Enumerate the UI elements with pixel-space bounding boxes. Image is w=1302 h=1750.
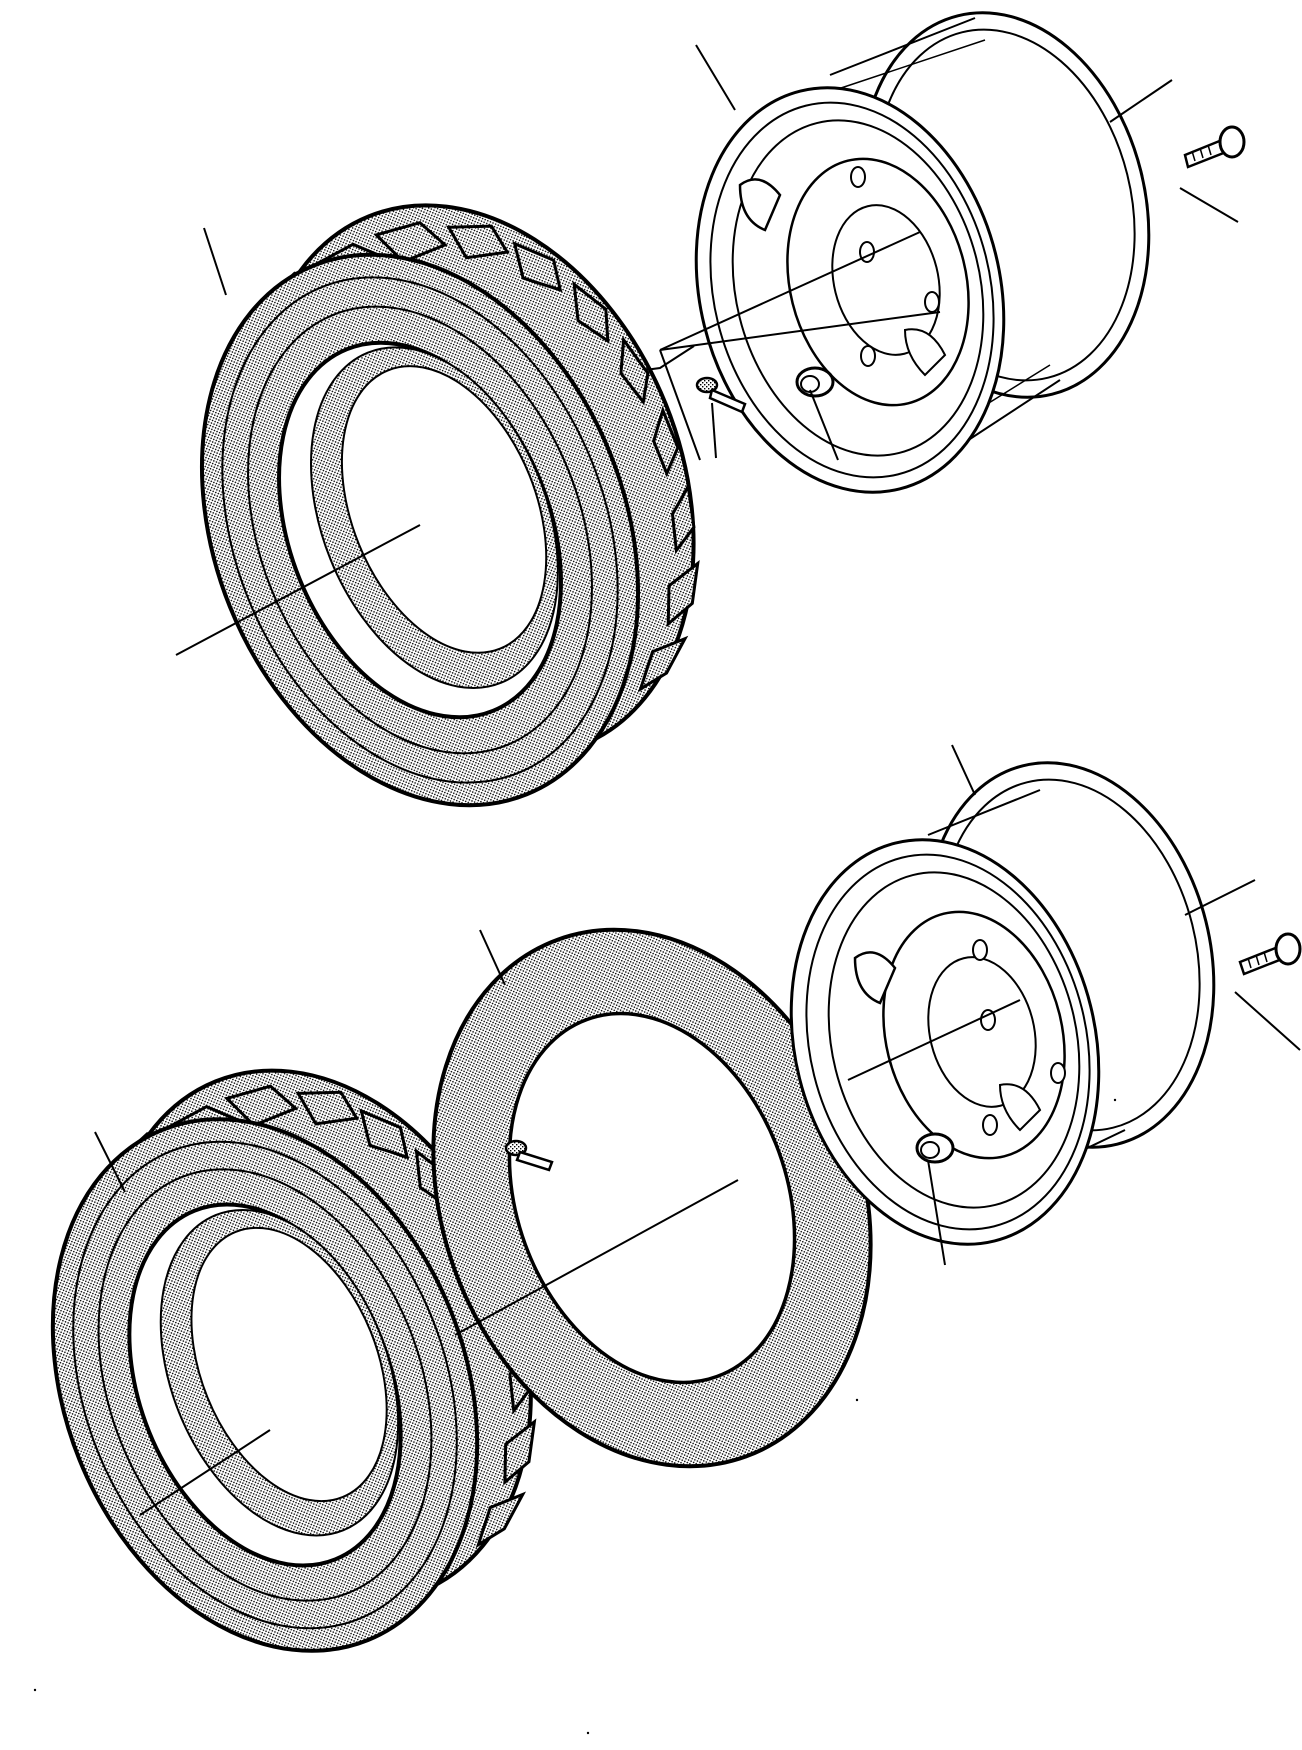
lower-rim-bolt-holes: [972, 939, 1066, 1136]
lower-wheel-rim: [789, 761, 1216, 1246]
inner-tube: [431, 927, 873, 1469]
scan-specks: [33, 1098, 1117, 1735]
upper-tire: [199, 203, 700, 808]
upper-wheel-nut: [795, 366, 835, 398]
lower-wheel-nut: [915, 1132, 955, 1164]
upper-wheel-rim: [694, 11, 1151, 494]
lower-wheel-stud: [1238, 932, 1302, 976]
inner-tube-valve: [504, 1139, 554, 1172]
upper-valve-stem: [695, 376, 747, 414]
lower-tire: [50, 1068, 537, 1653]
upper-wheel-stud: [1183, 125, 1246, 169]
lower-leader-lines: [94, 744, 1301, 1516]
upper-leader-lines: [175, 44, 1239, 656]
